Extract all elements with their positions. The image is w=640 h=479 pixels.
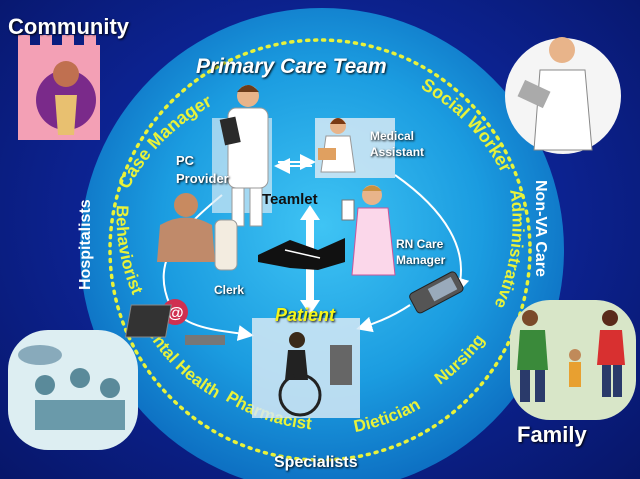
surgery-clipart [8, 330, 138, 450]
label-teamlet: Teamlet [262, 191, 318, 208]
corner-label-community: Community [8, 14, 129, 39]
label-medical-assistant: Medical Assistant [370, 129, 425, 159]
clerk-clipart [157, 193, 238, 271]
diagram-title: Primary Care Team [196, 55, 387, 78]
community-clipart [18, 35, 100, 140]
inner-dotted-ring [108, 38, 532, 462]
label-hospitalists: Hospitalists [77, 199, 94, 290]
label-specialists: Specialists [274, 454, 358, 471]
label-clerk: Clerk [214, 283, 245, 297]
arrow-assistant-nurse [394, 174, 470, 294]
wheelchair-patient-clipart [278, 332, 352, 417]
handshake-clipart [258, 238, 345, 270]
label-patient: Patient [275, 305, 336, 325]
phone-clipart [409, 271, 464, 314]
arrow-phone-patient [356, 304, 411, 333]
medical-assistant-clipart [318, 118, 356, 173]
svg-text:@: @ [168, 305, 184, 322]
label-non-va-care: Non-VA Care [532, 180, 549, 277]
family-clipart [510, 300, 636, 420]
label-rn-care-manager: RN Care Manager [396, 237, 446, 267]
corner-label-family: Family [517, 422, 587, 447]
email-laptop-clipart: @ [124, 299, 225, 345]
pc-provider-clipart [219, 85, 269, 227]
nurse-clipart [341, 185, 396, 276]
main-circle [80, 8, 564, 479]
doctor-clipart [505, 37, 621, 154]
label-pc-provider: PC Provider [176, 153, 229, 186]
